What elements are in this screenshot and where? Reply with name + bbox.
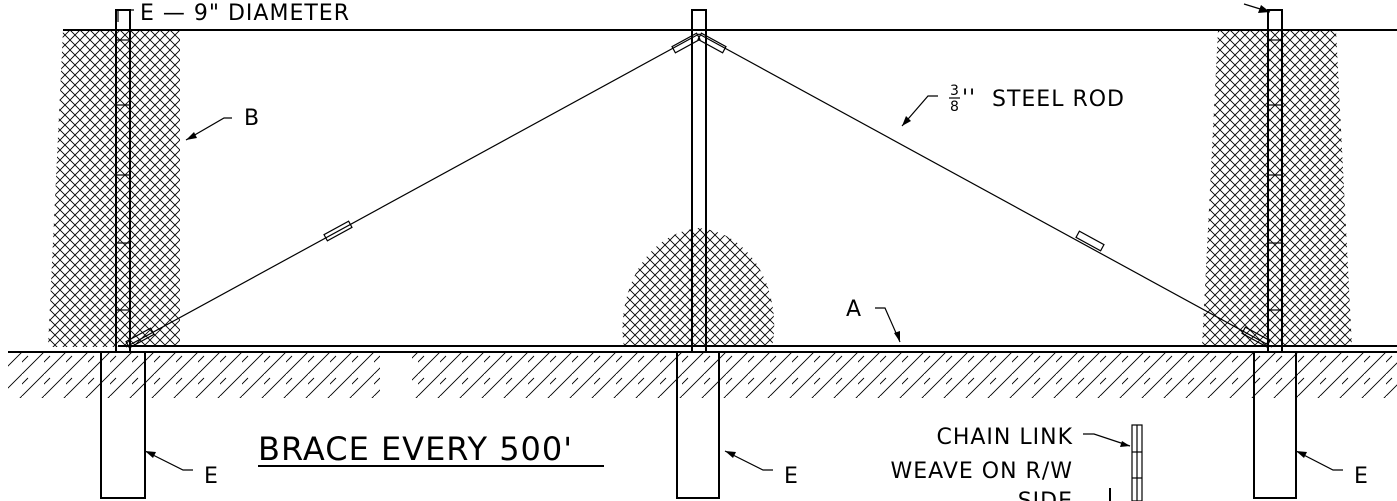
brace-rods — [125, 32, 1273, 349]
title-brace-every-500: BRACE EVERY 500' — [258, 430, 604, 468]
label-a: A — [846, 297, 862, 322]
label-e-left-footing: E — [204, 464, 219, 489]
label-e-right-footing: E — [1354, 464, 1369, 489]
svg-text:3: 3 — [950, 83, 959, 99]
chain-link-detail-symbol — [1109, 424, 1143, 501]
mesh-right — [1202, 30, 1352, 347]
ground — [8, 351, 1397, 398]
mesh-center-shrub — [622, 228, 775, 347]
label-top-left-diameter: E — 9" DIAMETER — [140, 1, 350, 26]
chain-link-mesh — [48, 30, 1352, 347]
mesh-left — [48, 30, 180, 347]
ground-hatch-left — [8, 352, 380, 398]
brace-rod-right — [698, 33, 1273, 348]
brace-rod-left — [125, 33, 700, 348]
post-right — [1267, 9, 1283, 353]
post-left-ties — [116, 39, 130, 311]
svg-text:WEAVE ON R/W: WEAVE ON R/W — [891, 459, 1073, 484]
svg-text:'': '' — [962, 86, 976, 111]
post-right-ties — [1268, 39, 1282, 311]
label-steel-rod: 3 8 '' STEEL ROD — [949, 83, 1125, 115]
svg-text:CHAIN LINK: CHAIN LINK — [936, 425, 1073, 450]
svg-text:BRACE EVERY 500': BRACE EVERY 500' — [258, 430, 573, 468]
ground-hatch-right — [412, 352, 1397, 398]
svg-text:8: 8 — [950, 99, 959, 115]
leaders — [117, 3, 1343, 471]
svg-text:STEEL ROD: STEEL ROD — [992, 87, 1125, 112]
label-e-center-footing: E — [784, 464, 799, 489]
label-b: B — [244, 106, 260, 131]
turnbuckles — [125, 32, 1271, 349]
post-center — [691, 9, 707, 353]
label-chain-link-weave: CHAIN LINK WEAVE ON R/W SIDE — [891, 425, 1073, 501]
svg-text:SIDE: SIDE — [1018, 489, 1073, 501]
